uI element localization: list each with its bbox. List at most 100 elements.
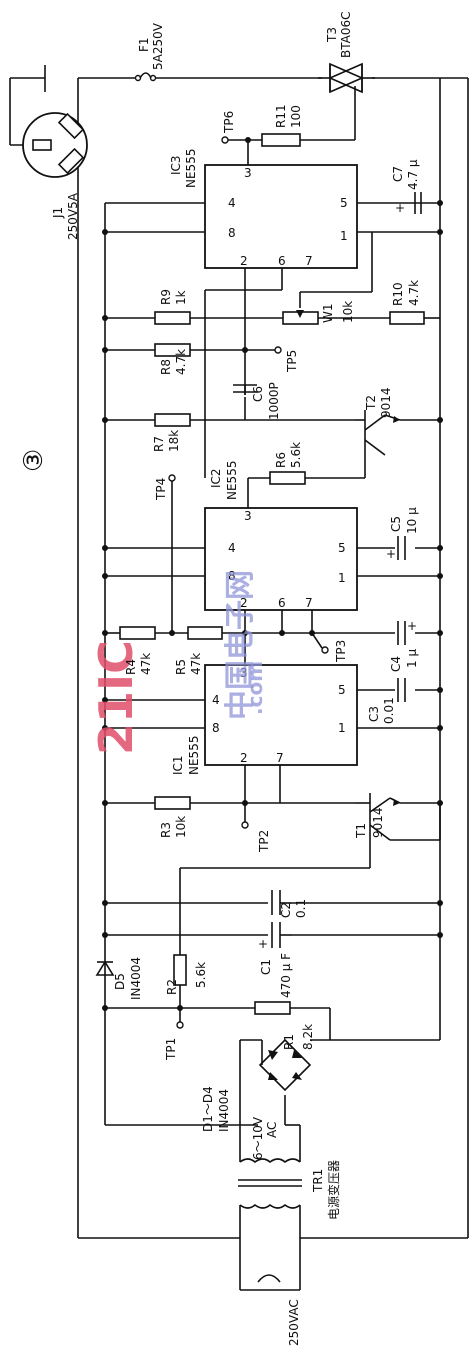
- ac-plug-icon: [257, 1274, 281, 1291]
- ic3-pin-8: 8: [228, 226, 236, 240]
- resistor-r11: [261, 133, 301, 147]
- transistor-t2: [355, 410, 401, 456]
- ic1-pin-2: 2: [240, 751, 248, 765]
- label-ic2-value: NE555: [225, 461, 239, 500]
- ic1-chip: [204, 664, 358, 766]
- label-tr1-secondary: 6～10V: [251, 1116, 265, 1160]
- label-r2-ref: R2: [165, 979, 179, 995]
- ic2-pin-8: 8: [228, 569, 236, 583]
- capacitor-c5: [397, 536, 406, 560]
- label-r8-ref: R8: [159, 359, 173, 375]
- fuse-icon: [134, 72, 157, 84]
- wiper-arrow-icon: [296, 310, 304, 318]
- label-t3-value: BTA06C: [339, 12, 353, 59]
- ic2-pin-7: 7: [305, 596, 313, 610]
- ic3-pin-6: 6: [278, 254, 286, 268]
- power-socket-icon: [22, 112, 88, 178]
- label-j1-value: 250V5A: [66, 192, 80, 240]
- resistor-r6: [269, 471, 306, 485]
- label-r2-value: 5.6k: [194, 962, 208, 988]
- label-t1-value: 9014: [371, 807, 385, 838]
- resistor-r1: [254, 1001, 291, 1015]
- label-c2-value: 0.1: [294, 899, 308, 918]
- resistor-r4: [119, 626, 156, 640]
- label-tr1-secondary-unit: AC: [265, 1122, 279, 1138]
- label-f1-value: 5A250V: [151, 22, 165, 70]
- label-tr1-value: 电源变压器: [326, 1160, 341, 1220]
- ic2-pin-4: 4: [228, 541, 236, 555]
- resistor-r2: [173, 954, 187, 986]
- label-tp6: TP6: [222, 111, 236, 134]
- labels: J1 250V5A F1 5A250V T3 BTA06C TP6 R11 10…: [51, 12, 421, 1347]
- label-ac-input: 250VAC: [287, 1299, 301, 1346]
- ic1-pin-5: 5: [338, 683, 346, 697]
- label-j1-ref: J1: [51, 207, 65, 219]
- label-ic3-value: NE555: [184, 149, 198, 188]
- ic3-pin-4: 4: [228, 196, 236, 210]
- label-r11-ref: R11: [274, 104, 288, 128]
- label-r6-ref: R6: [274, 452, 288, 468]
- watermark-logo: 21IC 中国电子网 .com: [89, 570, 267, 755]
- test-point-tp3: [321, 646, 329, 654]
- label-ic1-value: NE555: [187, 736, 201, 775]
- label-c6-ref: C6: [251, 386, 265, 402]
- label-w1-value: 10k: [341, 301, 355, 323]
- transformer-icon: [238, 1158, 302, 1238]
- bridge-rectifier-icon: [258, 1038, 312, 1092]
- capacitor-c4: [397, 621, 406, 645]
- test-point-tp2: [241, 821, 249, 829]
- capacitor-c6: [233, 384, 257, 393]
- label-d1d4-value: IN4004: [217, 1089, 231, 1132]
- label-f1-ref: F1: [137, 37, 151, 52]
- label-tp3: TP3: [334, 640, 348, 663]
- label-d5-ref: D5: [113, 973, 127, 990]
- label-c4-ref: C4: [389, 656, 403, 672]
- resistor-r5: [187, 626, 223, 640]
- label-t3-ref: T3: [325, 27, 339, 43]
- ic3-chip: [204, 164, 358, 269]
- watermark-chinese: 中国电子网: [223, 570, 258, 720]
- label-r1-value: 8.2k: [301, 1024, 315, 1050]
- ic1-pin-8: 8: [212, 721, 220, 735]
- label-r5-value: 47k: [189, 653, 203, 675]
- label-r10-value: 4.7k: [407, 280, 421, 306]
- ic2-pin-1: 1: [338, 571, 346, 585]
- capacitor-c1: [271, 922, 292, 948]
- label-r5-ref: R5: [174, 659, 188, 675]
- resistor-r8: [154, 343, 191, 357]
- resistor-r10: [389, 311, 425, 325]
- label-r7-ref: R7: [152, 436, 166, 452]
- ic3-pin-2: 2: [240, 254, 248, 268]
- label-r11-value: 100: [289, 105, 303, 128]
- label-c5-ref: C5: [389, 516, 403, 532]
- label-r10-ref: R10: [391, 282, 405, 306]
- label-r4-value: 47k: [139, 653, 153, 675]
- label-c3-ref: C3: [367, 706, 381, 722]
- label-tp2: TP2: [257, 830, 271, 853]
- label-r3-ref: R3: [159, 822, 173, 838]
- label-r3-value: 10k: [174, 816, 188, 838]
- label-r8-value: 4.7k: [174, 349, 188, 375]
- ic1-pin-1: 1: [338, 721, 346, 735]
- ic3-pin-5: 5: [340, 196, 348, 210]
- c1-plus-mark: +: [258, 937, 268, 951]
- c7-plus-mark: +: [395, 201, 405, 215]
- c4-plus-mark: +: [407, 619, 417, 633]
- test-point-tp4: [168, 474, 176, 482]
- test-point-tp6: [221, 136, 229, 144]
- label-r6-value: 5.6k: [289, 442, 303, 468]
- label-t1-ref: T1: [354, 823, 368, 839]
- label-tp5: TP5: [285, 350, 299, 373]
- label-t2-ref: T2: [364, 395, 378, 411]
- label-r7-value: 18k: [167, 430, 181, 452]
- resistor-r3: [154, 796, 191, 810]
- label-tp1: TP1: [164, 1038, 178, 1061]
- watermark-21ic: 21IC: [89, 640, 143, 755]
- diode-d5: [95, 960, 115, 976]
- label-c1-value: 470 μ F: [279, 953, 293, 998]
- watermark-com: .com: [243, 661, 267, 715]
- label-r4-ref: R4: [124, 659, 138, 675]
- ic1-pin-3: 3: [240, 666, 248, 680]
- resistor-r9: [154, 311, 191, 325]
